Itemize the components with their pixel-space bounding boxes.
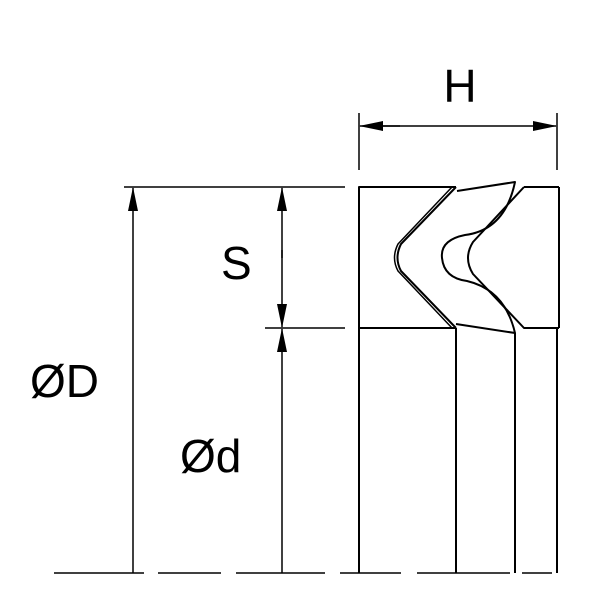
seal-profile	[358, 181, 560, 573]
extension-lines	[124, 113, 558, 329]
seal-right-block	[467, 186, 559, 329]
label-h: H	[443, 60, 476, 112]
seal-heel	[358, 186, 456, 329]
label-id: Ød	[180, 430, 241, 482]
seal-lip	[440, 181, 516, 334]
label-od: ØD	[30, 355, 99, 407]
label-s: S	[221, 237, 252, 289]
